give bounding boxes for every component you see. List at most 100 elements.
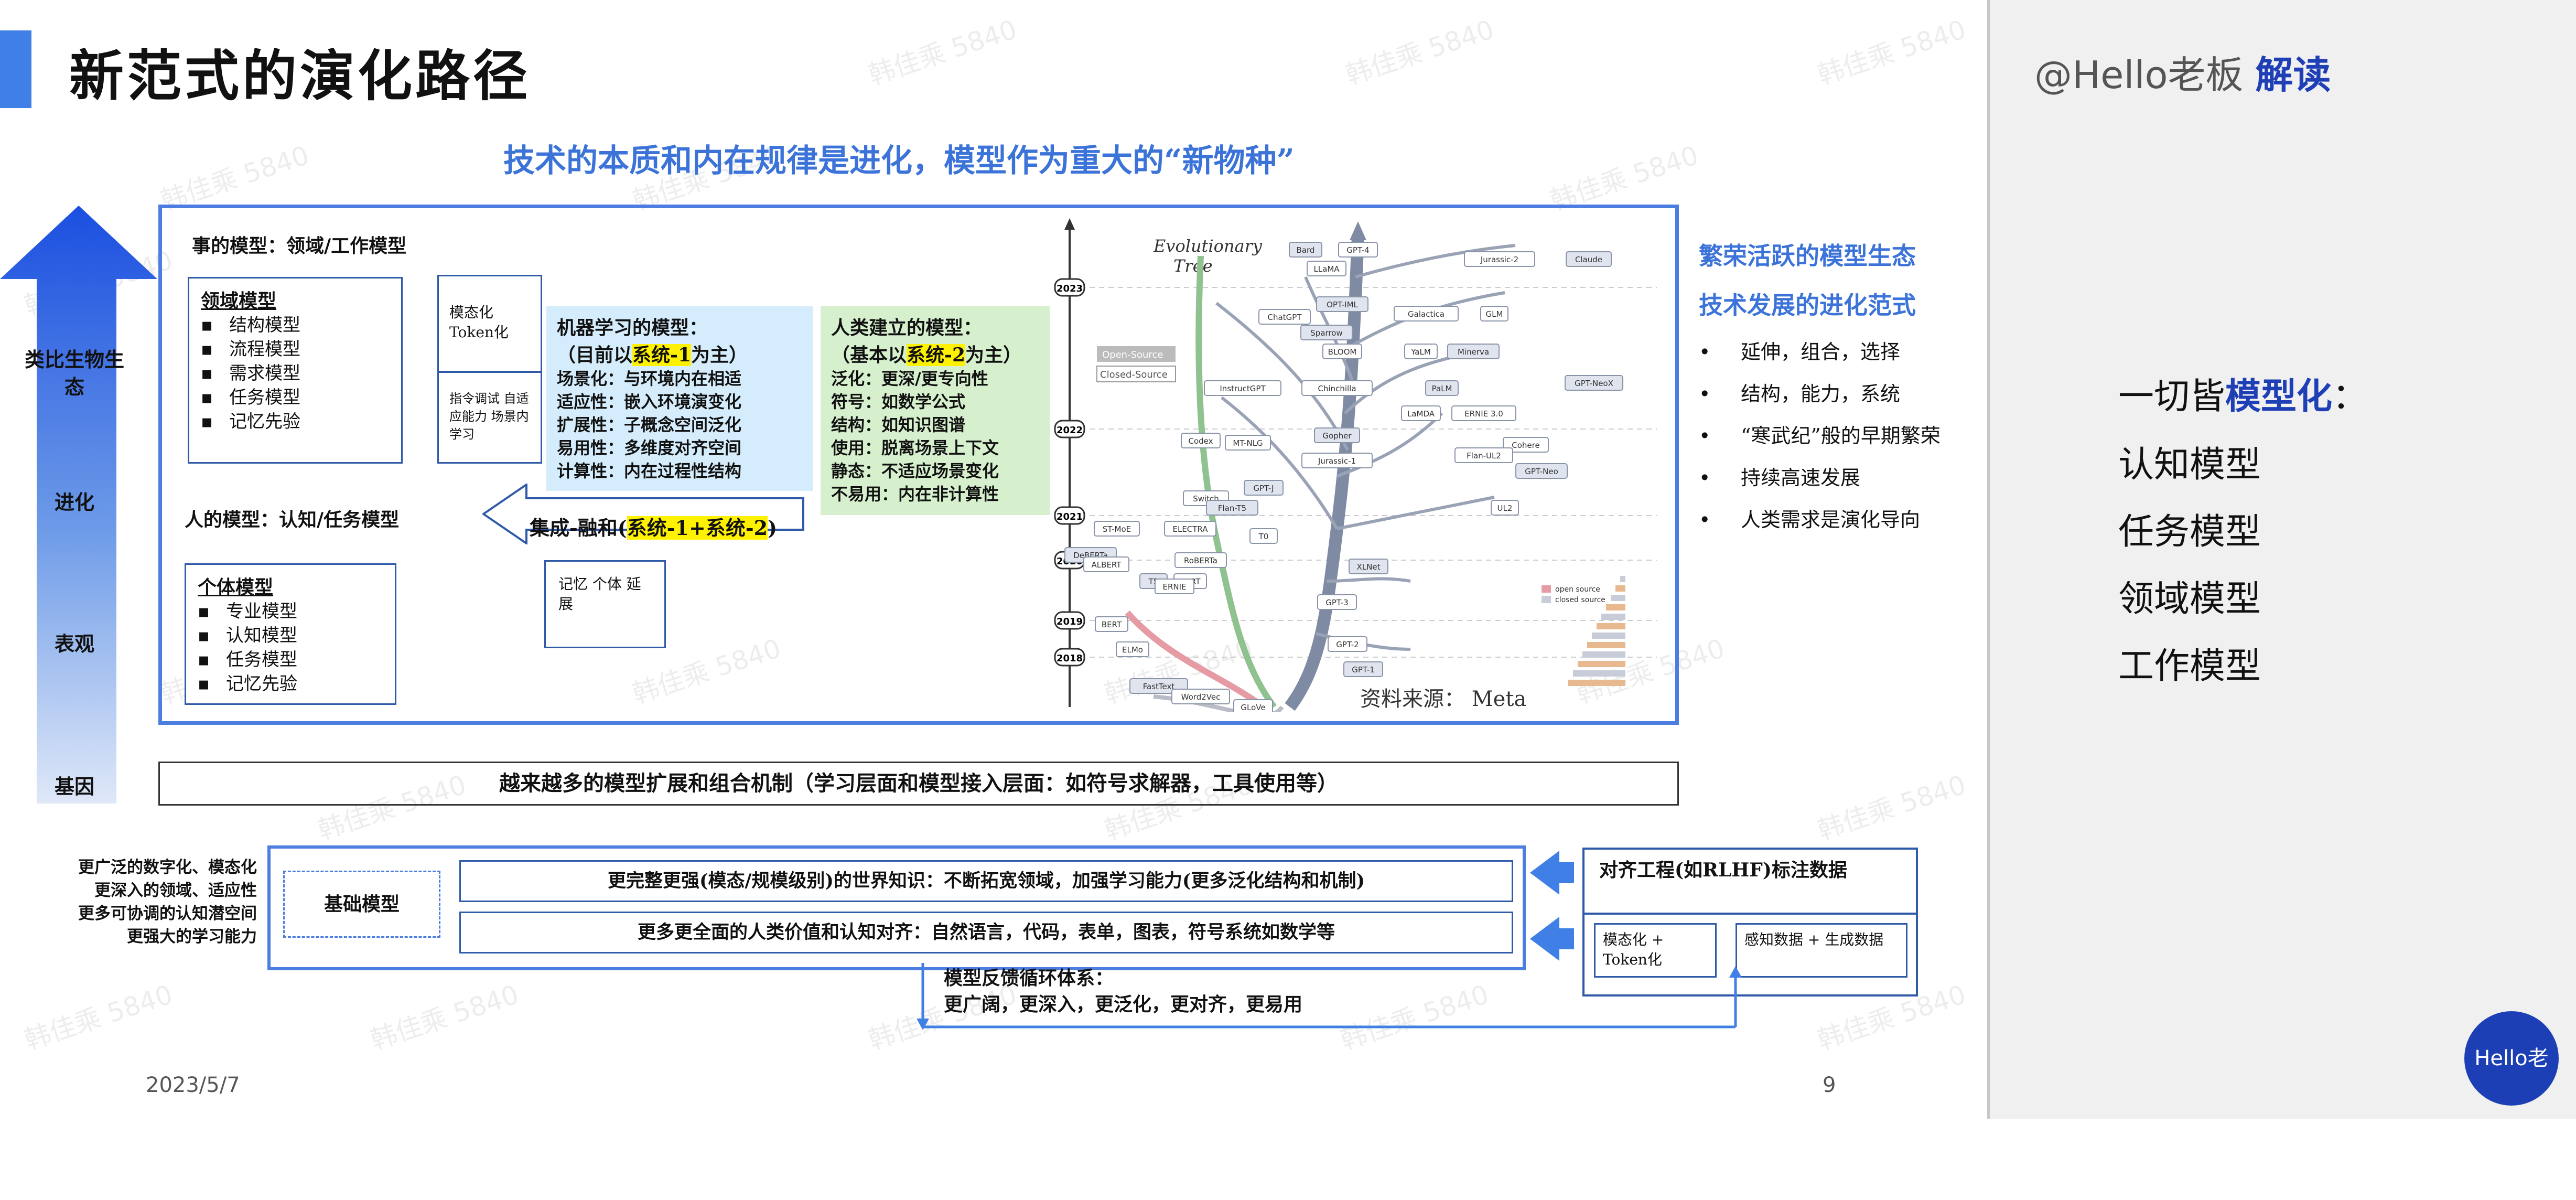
ml-model-property: 场景化：与环境内在相适: [557, 369, 742, 389]
bullet-icon: ▪: [198, 625, 210, 646]
tree-node-label: Jurassic-2: [1480, 255, 1518, 264]
individual-model-list: ▪专业模型▪认知模型▪任务模型▪记忆先验: [198, 599, 383, 696]
trunk-arrowhead: [1350, 221, 1366, 240]
tree-node-box: [1322, 344, 1362, 359]
tree-node-label: Claude: [1575, 255, 1602, 264]
feedback-line-1: 模型反馈循环体系：: [944, 967, 1114, 989]
evolutionary-tree-figure: EvolutionaryTree202320222021202020192018…: [1054, 218, 1657, 712]
domain-model-item-text: 任务模型: [229, 387, 300, 408]
ecosystem-item-text: “寒武纪”般的早期繁荣: [1741, 424, 1941, 447]
tree-node-box: [1425, 380, 1459, 396]
watermark-text: 韩佳乘 5840: [865, 14, 1021, 91]
ecosystem-title-1: 繁荣活跃的模型生态: [1699, 242, 1916, 270]
ecosystem-item-text: 延伸，组合，选择: [1741, 340, 1901, 363]
tree-node-box: [1300, 325, 1353, 340]
human-built-model-box: 人类建立的模型： （基本以系统-2为主） 泛化：更深/更专向性符号：如数学公式结…: [821, 306, 1050, 515]
tree-node-label: LLaMA: [1313, 264, 1340, 274]
ecosystem-item-text: 结构，能力，系统: [1741, 382, 1901, 405]
evolution-arrow: [0, 206, 157, 803]
tree-node-box: [1454, 447, 1513, 463]
alignment-panel-divider: [1582, 913, 1918, 915]
domain-model-item: ▪流程模型: [201, 337, 390, 361]
ecosystem-item-text: 人类需求是演化导向: [1741, 508, 1921, 531]
tree-node-box: [1316, 296, 1368, 312]
modality-token-box: 模态化 + Token化: [1594, 923, 1717, 978]
summary-title: 一切皆模型化：: [2118, 376, 2368, 417]
tree-node-box: [1451, 405, 1516, 421]
foundation-model-label: 基础模型: [283, 871, 440, 938]
ml-box-list: 场景化：与环境内在相适适应性：嵌入环境演变化扩展性：子概念空间泛化易用性：多维度…: [557, 367, 802, 483]
tree-node-box: [1503, 437, 1549, 453]
tree-title: Evolutionary: [1153, 236, 1263, 256]
domain-model-item: ▪ 结构模型: [201, 313, 390, 337]
tree-node-label: FastText: [1143, 682, 1175, 691]
bars-legend-closed-swatch: [1542, 596, 1551, 603]
tree-node-label: GPT-J: [1253, 484, 1274, 493]
individual-model-box: 个体模型 ▪专业模型▪认知模型▪任务模型▪记忆先验: [185, 563, 396, 705]
individual-model-item: ▪记忆先验: [198, 672, 383, 696]
decoder-only-branch: [1285, 234, 1364, 711]
bullet-icon: ▪: [198, 673, 210, 694]
domain-model-item-text: 需求模型: [229, 363, 300, 384]
ecosystem-item: •人类需求是演化导向: [1699, 503, 1920, 532]
summary-item: 工作模型: [2118, 646, 2261, 687]
year-marker: [1054, 611, 1085, 630]
individual-model-item: ▪认知模型: [198, 624, 383, 648]
ecosystem-item: •“寒武纪”般的早期繁荣: [1699, 420, 1941, 448]
legend-closed-swatch: [1096, 366, 1176, 382]
ecosystem-item: •延伸，组合，选择: [1699, 336, 1900, 365]
tree-node-box: [1566, 251, 1612, 267]
machine-learning-model-box: 机器学习的模型： （目前以系统-1为主） 场景化：与环境内在相适适应性：嵌入环境…: [546, 306, 813, 491]
tree-node-label: UL2: [1497, 503, 1513, 513]
tree-node-label: Word2Vec: [1181, 692, 1221, 702]
model-count-bar: [1615, 585, 1625, 592]
tree-node-label: Cohere: [1512, 441, 1539, 450]
fusion-label: 集成-融和(系统-1+系统-2): [530, 516, 778, 540]
tree-node-label: ST-MoE: [1103, 524, 1131, 534]
tree-node-box: [1174, 552, 1227, 568]
tree-node-label: Gopher: [1322, 431, 1352, 441]
alignment-input-arrows: [1530, 851, 1574, 961]
tree-node-label: InstructGPT: [1220, 384, 1266, 393]
tree-node-label: BERT: [1102, 620, 1122, 629]
tree-node-label: Galactica: [1408, 309, 1445, 319]
arrow-label-analogy: 类比生物生态: [24, 348, 124, 399]
extension-mechanism-bar: 越来越多的模型扩展和组合机制（学习层面和模型接入层面：如符号求解器，工具使用等）: [158, 762, 1679, 806]
human-model-title: 人的模型：认知/任务模型: [185, 509, 400, 531]
human-box-title: 人类建立的模型：: [831, 317, 983, 339]
tree-node-label: GPT-4: [1346, 245, 1369, 255]
bullet-icon: ▪: [201, 315, 213, 336]
year-label: 2022: [1057, 425, 1083, 436]
domain-model-item-text: 结构模型: [229, 315, 300, 336]
tree-node-box: [1565, 375, 1623, 391]
ecosystem-item: •持续高速发展: [1699, 462, 1860, 490]
model-count-bar: [1592, 633, 1625, 639]
human-model-property: 不易用：内在非计算性: [831, 484, 999, 504]
tree-node-box: [1394, 306, 1459, 322]
tree-node-box: [1164, 521, 1216, 537]
tree-node-box: [1404, 344, 1438, 359]
tree-node-label: LaMDA: [1407, 409, 1435, 419]
tree-node-label: ELECTRA: [1172, 524, 1208, 534]
year-label: 2019: [1057, 616, 1083, 627]
model-count-bar: [1620, 576, 1625, 582]
foundation-side-line: 更深入的领域、适应性: [94, 881, 257, 900]
ml-box-title: 机器学习的模型：: [557, 317, 708, 339]
individual-model-item: ▪任务模型: [198, 648, 383, 672]
tree-node-label: GLoVe: [1241, 703, 1265, 712]
tree-node-box: [1307, 261, 1346, 276]
individual-model-item-text: 任务模型: [226, 649, 297, 670]
alignment-panel-title: 对齐工程(如RLHF)标注数据: [1599, 859, 1847, 881]
bullet-icon: ▪: [201, 387, 213, 408]
tree-branch: [1336, 496, 1495, 530]
tree-title-2: Tree: [1173, 256, 1213, 276]
year-marker: [1054, 278, 1085, 297]
human-alignment-box: 更多更全面的人类价值和认知对齐：自然语言，代码，表单，图表，符号系统如数学等: [459, 912, 1513, 953]
tree-node-box: [1155, 578, 1194, 594]
arrow-label-gene: 基因: [54, 775, 94, 798]
tree-node-label: GPT-1: [1352, 665, 1374, 674]
tree-node-label: Flan-UL2: [1467, 451, 1501, 460]
tree-node-box: [1083, 556, 1129, 572]
watermark-text: 韩佳乘 5840: [1814, 769, 1970, 846]
tree-node-box: [1515, 463, 1568, 479]
